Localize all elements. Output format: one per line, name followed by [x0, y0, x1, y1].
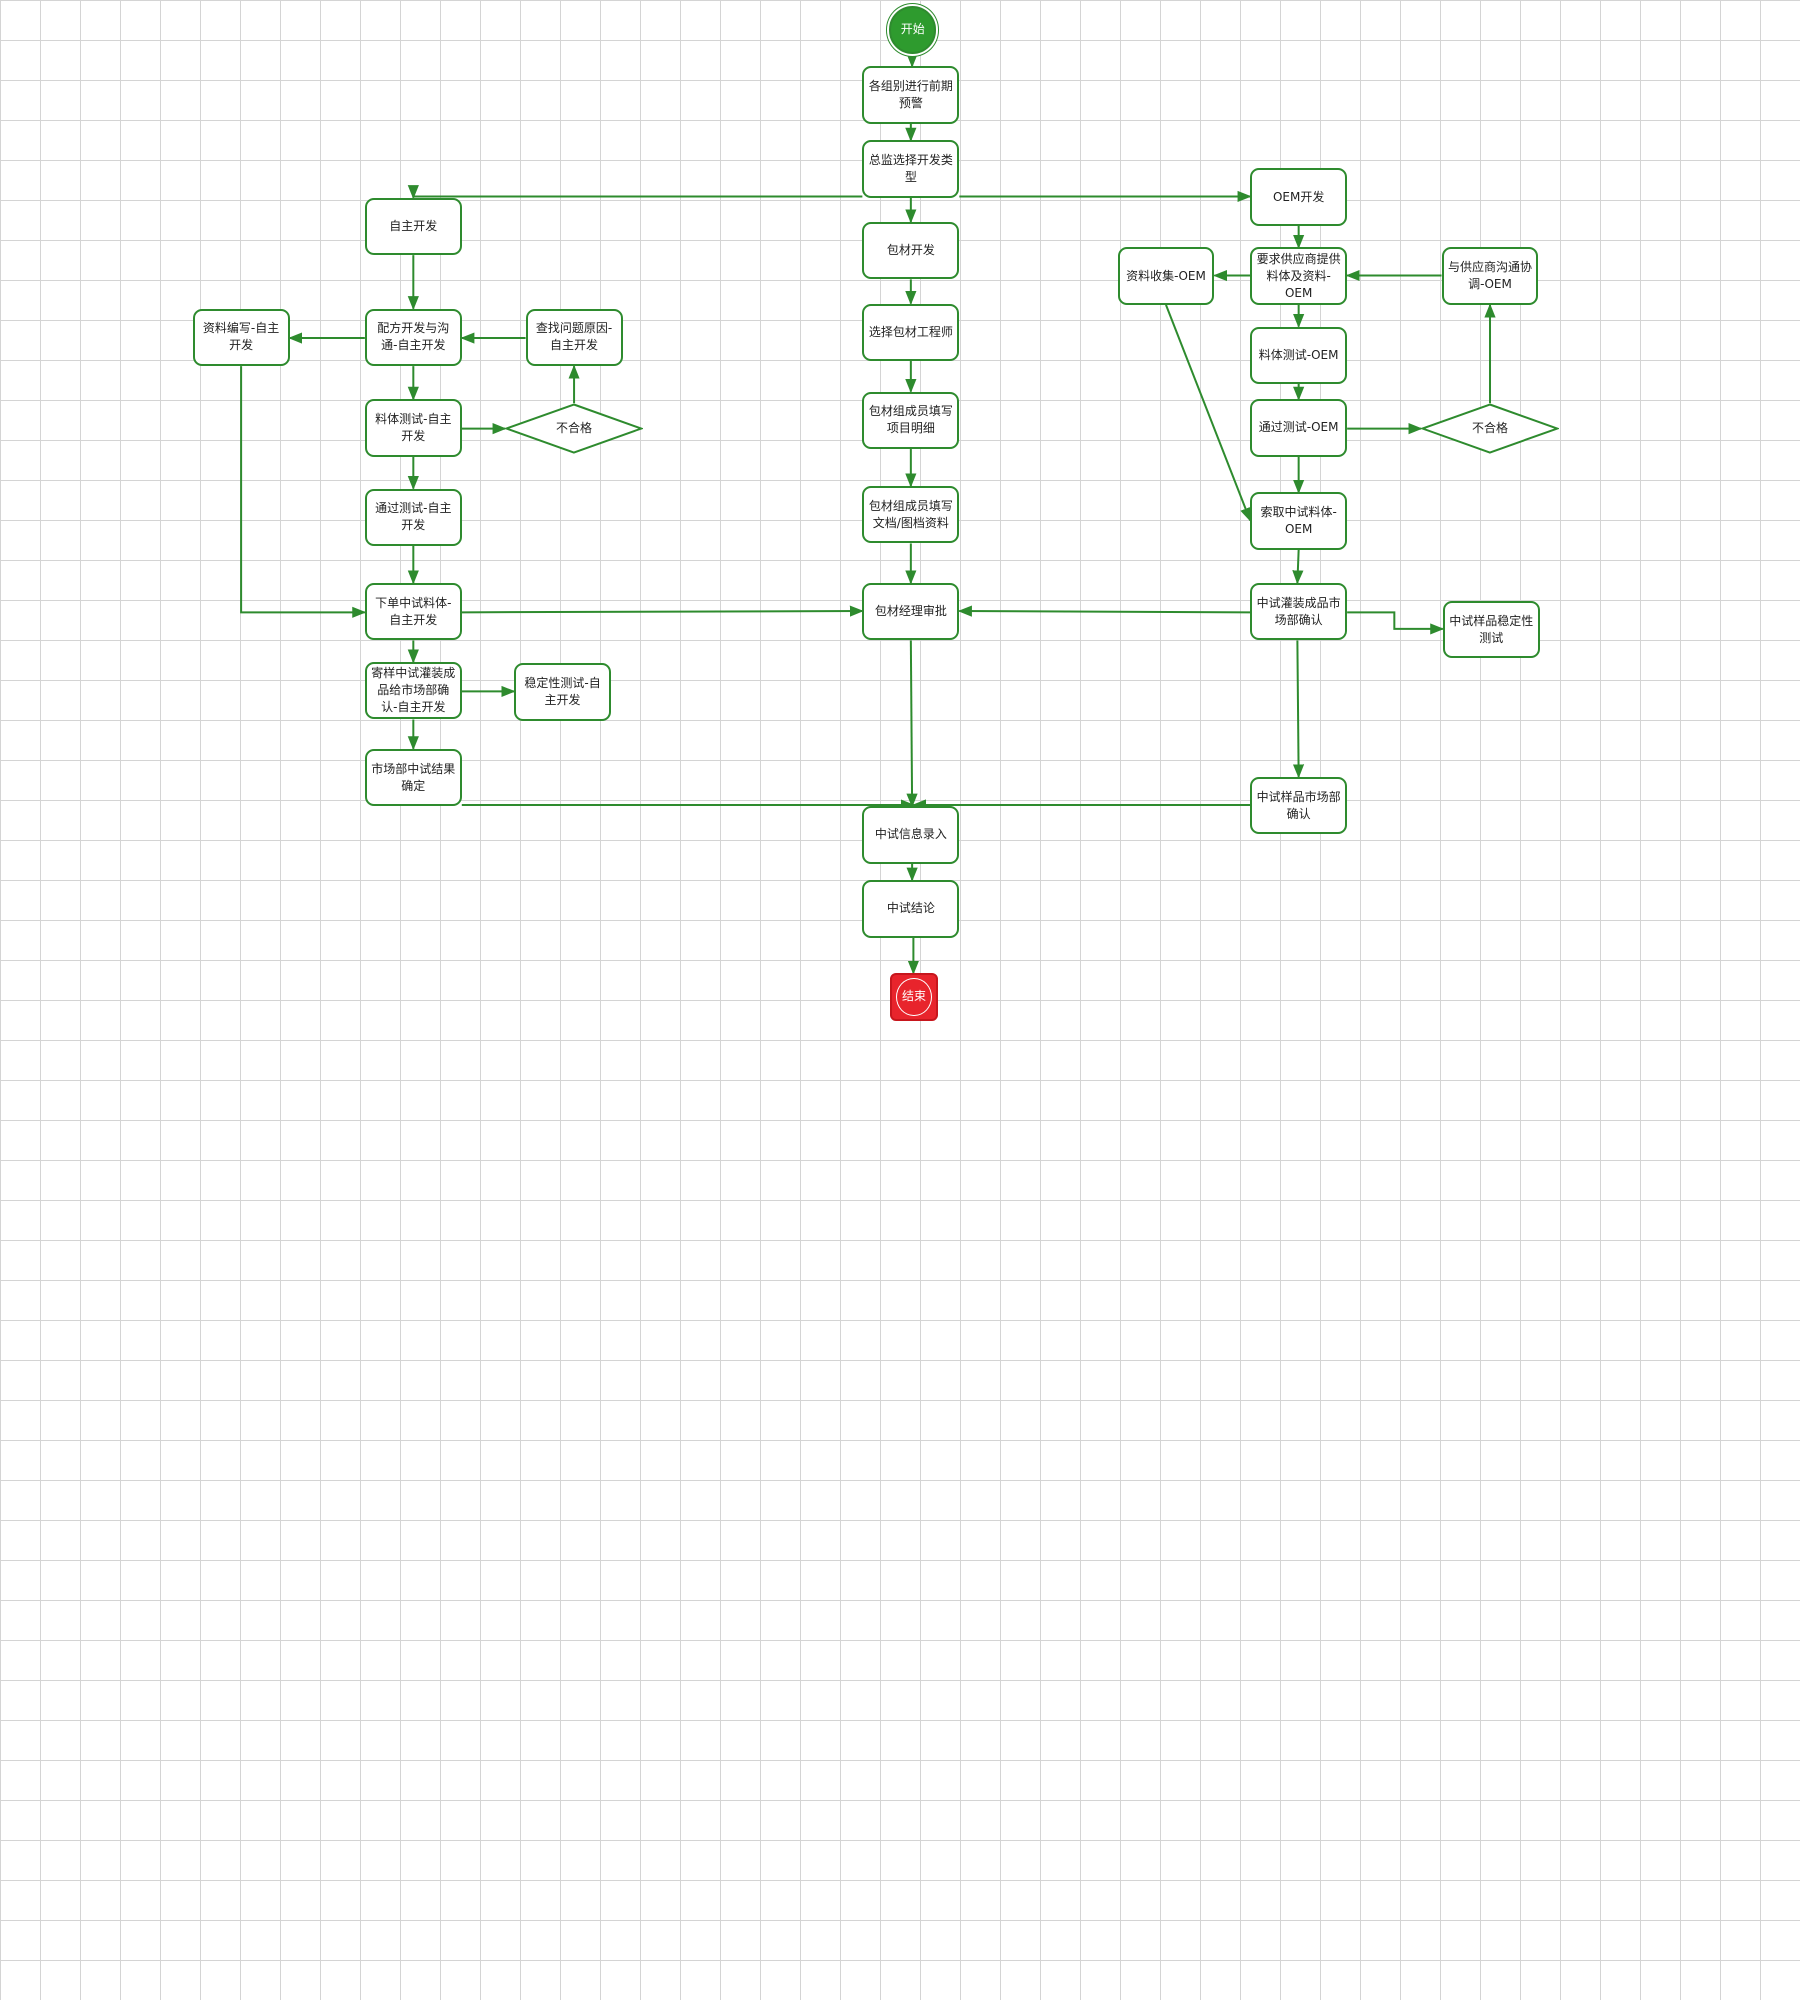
node-n-comm[interactable]: 与供应商沟通协调-OEM	[1441, 247, 1539, 305]
node-label: 包材经理审批	[874, 604, 947, 619]
edge-docs-order	[240, 366, 367, 618]
node-n-smk-oem[interactable]: 中试样品市场部确认	[1250, 776, 1348, 835]
node-n-order-self[interactable]: 下单中试料体-自主开发	[364, 582, 462, 641]
node-n-warn[interactable]: 各组别进行前期预警	[862, 66, 960, 124]
node-label: 稳定性测试-自主开发	[524, 676, 601, 708]
node-label: 中试样品稳定性测试	[1449, 613, 1534, 645]
node-n-pkg[interactable]: 包材开发	[862, 221, 960, 280]
node-label: 通过测试-自主开发	[375, 501, 452, 533]
node-label: 中试信息录入	[874, 827, 947, 842]
node-label: 中试样品市场部确认	[1256, 789, 1341, 821]
node-label: 市场部中试结果确定	[371, 761, 456, 793]
node-label: 配方开发与沟通-自主开发	[377, 321, 450, 353]
edge-type-self	[407, 185, 863, 200]
diamond-shape	[1421, 403, 1559, 454]
node-n-info[interactable]: 中试信息录入	[862, 806, 960, 864]
node-n-mgr[interactable]: 包材经理审批	[862, 582, 960, 641]
edge-get-fillmk	[1292, 549, 1304, 585]
node-n-test-self[interactable]: 料体测试-自主开发	[364, 399, 462, 457]
node-label: 不合格	[1471, 421, 1508, 436]
node-n-self[interactable]: 自主开发	[364, 197, 462, 256]
diamond-shape	[505, 403, 643, 454]
node-label: 各组别进行前期预警	[868, 79, 953, 111]
edge-fillmk-smk	[1292, 640, 1305, 779]
node-label: 索取中试料体-OEM	[1260, 505, 1337, 537]
node-n-fill1[interactable]: 包材组成员填写项目明细	[862, 391, 960, 450]
node-n-oem[interactable]: OEM开发	[1250, 168, 1348, 226]
node-n-test-oem[interactable]: 料体测试-OEM	[1250, 326, 1348, 384]
node-label: 选择包材工程师	[868, 324, 953, 339]
node-label: 中试结论	[886, 901, 935, 916]
node-n-req[interactable]: 要求供应商提供料体及资料-OEM	[1250, 247, 1348, 305]
node-n-engineer[interactable]: 选择包材工程师	[862, 303, 960, 361]
node-label: 下单中试料体-自主开发	[375, 595, 452, 627]
node-start[interactable]: 开始	[889, 6, 937, 54]
node-label: 通过测试-OEM	[1258, 420, 1339, 435]
node-end[interactable]: 结束	[890, 973, 938, 1021]
node-n-type[interactable]: 总监选择开发类型	[862, 140, 960, 198]
node-n-pass-oem[interactable]: 通过测试-OEM	[1250, 399, 1348, 457]
node-n-fail-oem[interactable]: 不合格	[1421, 403, 1559, 454]
edge-fillmk-stab	[1347, 611, 1445, 635]
edge-mgr-info	[906, 640, 918, 808]
node-label: 包材组成员填写项目明细	[868, 404, 953, 436]
node-label: 要求供应商提供料体及资料-OEM	[1256, 251, 1341, 300]
node-label: 查找问题原因-自主开发	[535, 321, 613, 353]
node-n-get-oem[interactable]: 索取中试料体-OEM	[1250, 492, 1348, 550]
node-label: 料体测试-自主开发	[375, 411, 452, 443]
node-n-stab-oem[interactable]: 中试样品稳定性测试	[1442, 600, 1540, 659]
node-label: 自主开发	[389, 218, 438, 233]
node-n-market-self[interactable]: 市场部中试结果确定	[364, 748, 462, 807]
node-n-formula[interactable]: 配方开发与沟通-自主开发	[364, 308, 462, 367]
node-n-cause[interactable]: 查找问题原因-自主开发	[525, 308, 623, 367]
node-label: 开始	[900, 22, 925, 37]
node-label: 与供应商沟通协调-OEM	[1447, 260, 1532, 292]
node-label: 总监选择开发类型	[868, 153, 953, 184]
node-label: 包材开发	[886, 243, 935, 258]
node-label: 资料编写-自主开发	[202, 321, 280, 353]
node-label: 不合格	[556, 421, 593, 436]
node-n-collect[interactable]: 资料收集-OEM	[1117, 247, 1215, 305]
node-n-pass-self[interactable]: 通过测试-自主开发	[364, 488, 462, 546]
node-n-fail-self[interactable]: 不合格	[505, 403, 643, 454]
node-label: 中试灌装成品市场部确认	[1256, 595, 1341, 627]
edge-order-mgr	[461, 605, 864, 617]
edge-fillmk-mgr	[957, 605, 1251, 617]
node-n-fillmk-oem[interactable]: 中试灌装成品市场部确认	[1250, 582, 1348, 641]
node-label: 包材组成员填写文档/图档资料	[868, 498, 953, 530]
node-n-stab-self[interactable]: 稳定性测试-自主开发	[514, 663, 612, 721]
node-label: 料体测试-OEM	[1258, 347, 1339, 362]
node-n-docs-self[interactable]: 资料编写-自主开发	[192, 308, 290, 367]
node-n-fill2[interactable]: 包材组成员填写文档/图档资料	[862, 486, 960, 544]
node-label: OEM开发	[1272, 189, 1325, 204]
node-label: 资料收集-OEM	[1126, 268, 1206, 283]
node-n-concl[interactable]: 中试结论	[862, 880, 960, 938]
node-n-sample-self[interactable]: 寄样中试灌装成品给市场部确认-自主开发	[364, 662, 462, 720]
edge-collect-get	[1165, 304, 1252, 522]
node-label: 寄样中试灌装成品给市场部确认-自主开发	[371, 666, 456, 715]
node-label: 结束	[896, 977, 932, 1016]
